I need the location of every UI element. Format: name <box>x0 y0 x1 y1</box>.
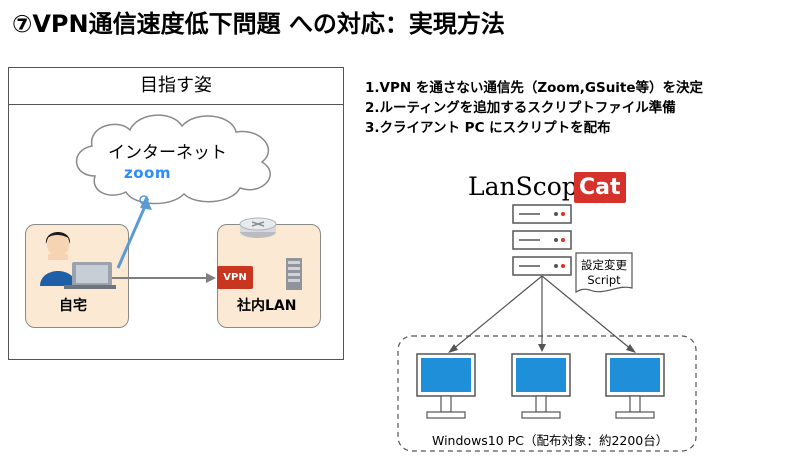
zoom-logo: zoom <box>124 164 171 182</box>
direct-internet-link <box>116 195 152 269</box>
vpn-arrow <box>106 273 216 283</box>
step-3: 3.クライアント PC にスクリプトを配布 <box>365 120 611 136</box>
distribution-server-icon <box>512 204 572 276</box>
lanscope-cat-badge: Cat <box>574 172 626 203</box>
router-icon <box>239 217 277 238</box>
lanscope-logo-text: LanScope <box>468 172 593 201</box>
internet-cloud <box>75 114 271 205</box>
client-pc-group <box>397 335 697 452</box>
client-pc-caption: Windows10 PC（配布対象：約2200台） <box>432 433 669 448</box>
distribution-arrows <box>448 275 636 353</box>
office-zone <box>217 224 321 328</box>
client-pc-icon-1 <box>416 353 476 419</box>
step-1: 1.VPN を通さない通信先（Zoom,GSuite等）を決定 <box>365 80 704 96</box>
office-lan-label: 社内LAN <box>237 298 297 314</box>
script-label-line1: 設定変更 <box>581 258 627 272</box>
person-at-laptop-icon <box>40 232 116 289</box>
script-label-line2: Script <box>587 273 621 287</box>
server-rack-icon <box>286 258 302 290</box>
goal-panel-header: 目指す姿 <box>8 67 344 105</box>
script-label: 設定変更 Script <box>580 258 628 288</box>
internet-label: インターネット <box>108 143 227 163</box>
home-label: 自宅 <box>59 298 87 314</box>
implementation-steps: 1.VPN を通さない通信先（Zoom,GSuite等）を決定 2.ルーティング… <box>365 78 703 138</box>
vpn-badge: VPN <box>217 266 253 289</box>
client-pc-icon-3 <box>605 353 665 419</box>
script-document-icon <box>575 252 633 293</box>
page-title: ⑦VPN通信速度低下問題 への対応：実現方法 <box>12 10 505 38</box>
step-2: 2.ルーティングを追加するスクリプトファイル準備 <box>365 100 676 116</box>
client-pc-icon-2 <box>511 353 571 419</box>
